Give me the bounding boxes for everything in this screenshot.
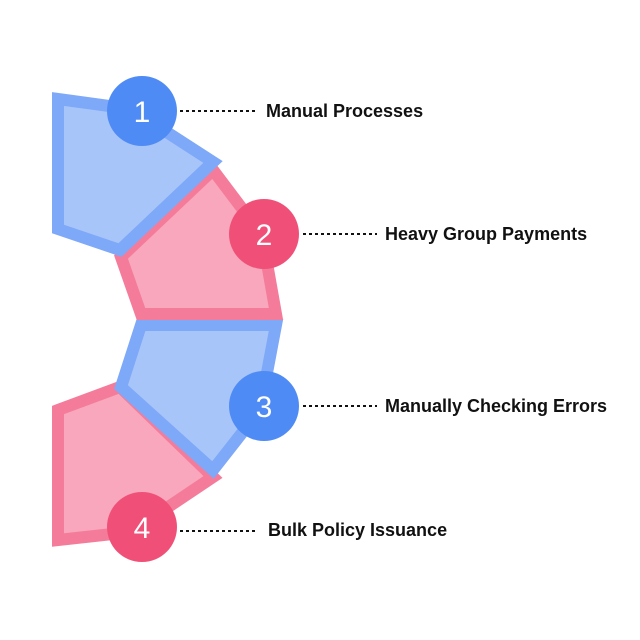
step-label-1: Manual Processes: [266, 101, 423, 121]
arc-segment-3: [114, 319, 284, 479]
step-badge-4: 4: [107, 492, 177, 562]
step-number-4: 4: [134, 512, 151, 545]
step-number-1: 1: [134, 96, 151, 129]
step-number-3: 3: [256, 391, 273, 424]
step-badge-1: 1: [107, 76, 177, 146]
step-badge-3: 3: [229, 371, 299, 441]
step-label-4: Bulk Policy Issuance: [268, 520, 447, 540]
step-badge-2: 2: [229, 199, 299, 269]
step-label-2: Heavy Group Payments: [385, 224, 587, 244]
step-label-3: Manually Checking Errors: [385, 396, 607, 416]
arc-segment-4: [52, 380, 223, 547]
step-number-2: 2: [256, 219, 273, 252]
